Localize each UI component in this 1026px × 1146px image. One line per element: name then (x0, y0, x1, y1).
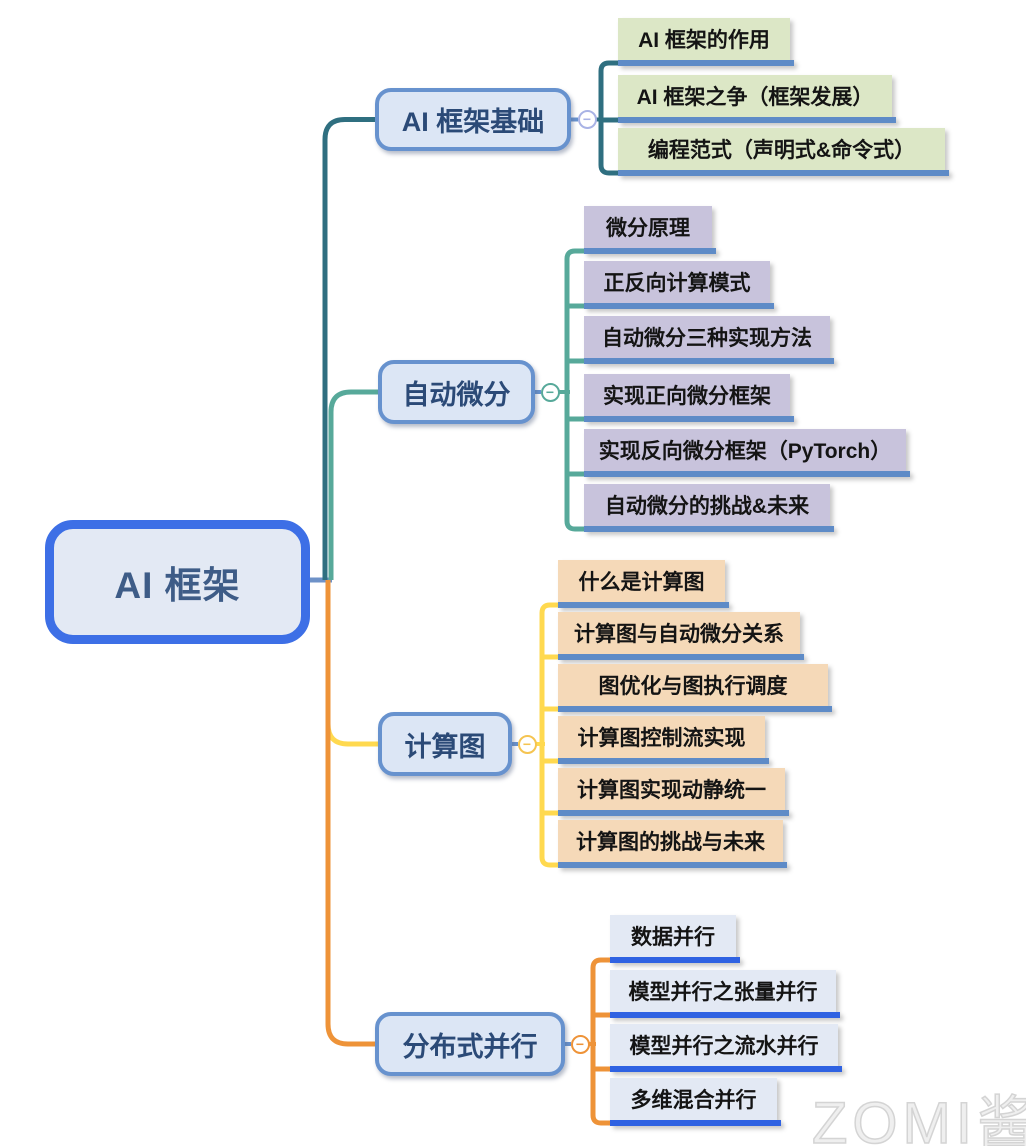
topic-label: 微分原理 (584, 206, 712, 248)
topic-underline (584, 416, 794, 422)
root-node-label: AI 框架 (114, 565, 241, 606)
topic-label: 计算图实现动静统一 (558, 768, 785, 810)
topic-label: 数据并行 (610, 915, 736, 957)
connector-line (328, 389, 382, 580)
branch-node-label: 计算图 (404, 731, 486, 762)
topic-box[interactable]: 模型并行之张量并行 (610, 970, 840, 1018)
connector-line (322, 117, 379, 580)
branch-node-label: AI 框架基础 (401, 107, 545, 137)
branch-node-2[interactable]: 自动微分 (378, 360, 535, 424)
topic-box[interactable]: 微分原理 (584, 206, 716, 254)
collapse-button[interactable]: − (540, 382, 560, 402)
topic-label: AI 框架之争（框架发展） (618, 75, 892, 117)
connector-line (539, 602, 560, 868)
topic-box[interactable]: 实现反向微分框架（PyTorch） (584, 429, 910, 477)
topic-box[interactable]: 实现正向微分框架 (584, 374, 794, 422)
topic-box[interactable]: 计算图控制流实现 (558, 716, 769, 764)
topic-label: 自动微分的挑战&未来 (584, 484, 830, 526)
topic-box[interactable]: AI 框架之争（框架发展） (618, 75, 896, 123)
topic-box[interactable]: 计算图与自动微分关系 (558, 612, 804, 660)
connector-line (564, 248, 586, 532)
branch-node-4[interactable]: 分布式并行 (375, 1012, 565, 1076)
topic-underline (610, 957, 740, 963)
topic-underline (618, 170, 949, 176)
topic-label: 正反向计算模式 (584, 261, 770, 303)
collapse-button[interactable]: − (577, 109, 597, 129)
connector-line (590, 957, 612, 1126)
topic-label: 自动微分三种实现方法 (584, 316, 830, 358)
topic-box[interactable]: 计算图实现动静统一 (558, 768, 789, 816)
topic-box[interactable]: 多维混合并行 (610, 1078, 781, 1126)
topic-underline (584, 248, 716, 254)
branch-node-3[interactable]: 计算图 (378, 712, 512, 776)
topic-underline (584, 526, 834, 532)
topic-underline (584, 471, 910, 477)
topic-box[interactable]: 正反向计算模式 (584, 261, 774, 309)
topic-underline (558, 810, 789, 816)
topic-underline (584, 303, 774, 309)
topic-label: 实现正向微分框架 (584, 374, 790, 416)
branch-node-label: 自动微分 (402, 379, 511, 410)
topic-box[interactable]: 自动微分三种实现方法 (584, 316, 834, 364)
root-node-ai-framework[interactable]: AI 框架 (45, 520, 310, 644)
topic-box[interactable]: 数据并行 (610, 915, 740, 963)
topic-label: 编程范式（声明式&命令式） (618, 128, 945, 170)
topic-box[interactable]: 图优化与图执行调度 (558, 664, 832, 712)
topic-underline (558, 602, 729, 608)
topic-label: 计算图与自动微分关系 (558, 612, 800, 654)
topic-label: 计算图的挑战与未来 (558, 820, 783, 862)
topic-underline (610, 1066, 842, 1072)
topic-label: 模型并行之流水并行 (610, 1024, 838, 1066)
topic-label: 模型并行之张量并行 (610, 970, 836, 1012)
branch-node-1[interactable]: AI 框架基础 (375, 88, 571, 151)
connector-line (325, 580, 382, 747)
topic-underline (618, 117, 896, 123)
topic-underline (558, 654, 804, 660)
topic-box[interactable]: 模型并行之流水并行 (610, 1024, 842, 1072)
topic-underline (618, 60, 794, 66)
topic-label: 实现反向微分框架（PyTorch） (584, 429, 906, 471)
topic-label: 多维混合并行 (610, 1078, 777, 1120)
connector-line (325, 580, 379, 1047)
topic-label: 图优化与图执行调度 (558, 664, 828, 706)
collapse-button[interactable]: − (570, 1034, 590, 1054)
topic-label: 什么是计算图 (558, 560, 725, 602)
topic-box[interactable]: 自动微分的挑战&未来 (584, 484, 834, 532)
branch-node-label: 分布式并行 (402, 1031, 538, 1062)
topic-underline (610, 1120, 781, 1126)
topic-box[interactable]: 编程范式（声明式&命令式） (618, 128, 949, 176)
topic-underline (584, 358, 834, 364)
collapse-button[interactable]: − (517, 734, 537, 754)
zomi-watermark: ZOMI酱 (811, 1090, 1026, 1146)
topic-underline (610, 1012, 840, 1018)
topic-label: AI 框架的作用 (618, 18, 790, 60)
topic-underline (558, 758, 769, 764)
topic-underline (558, 862, 787, 868)
topic-label: 计算图控制流实现 (558, 716, 765, 758)
topic-box[interactable]: AI 框架的作用 (618, 18, 794, 66)
topic-box[interactable]: 什么是计算图 (558, 560, 729, 608)
topic-box[interactable]: 计算图的挑战与未来 (558, 820, 787, 868)
topic-underline (558, 706, 832, 712)
